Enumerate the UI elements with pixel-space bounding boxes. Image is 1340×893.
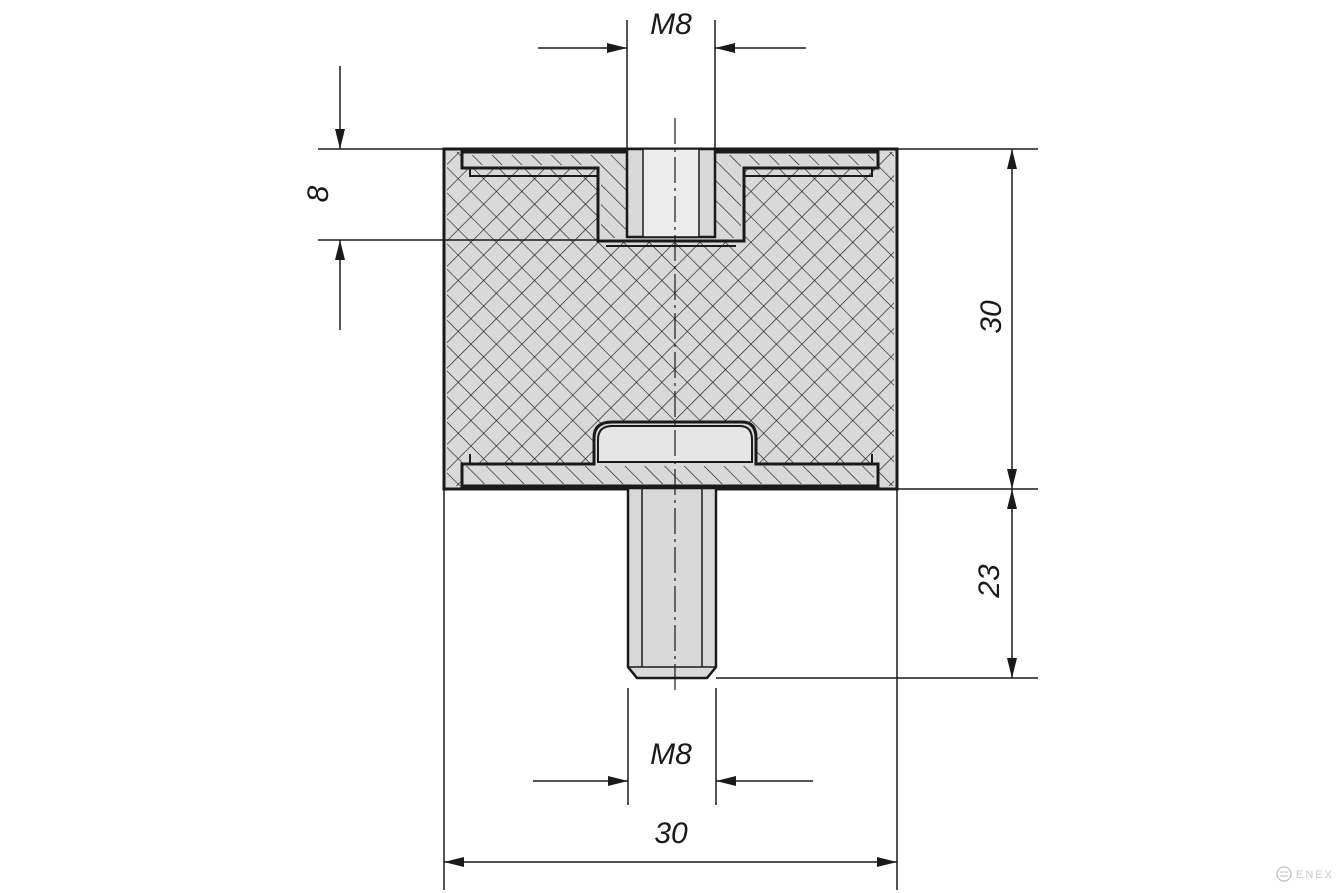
top-thread-label: M8: [650, 8, 692, 41]
body-height-label: 30: [975, 300, 1008, 334]
body-width-label: 30: [654, 817, 688, 850]
top-thread-bore: [606, 147, 736, 247]
thread-depth-label: 8: [302, 185, 335, 202]
stud-length-label: 23: [973, 564, 1006, 599]
watermark-text: ENEX: [1296, 869, 1334, 881]
bottom-thread-stud: [626, 486, 718, 680]
watermark: ENEX: [1276, 866, 1334, 882]
bottom-thread-label: M8: [650, 738, 692, 771]
extension-lines: [318, 20, 1038, 890]
